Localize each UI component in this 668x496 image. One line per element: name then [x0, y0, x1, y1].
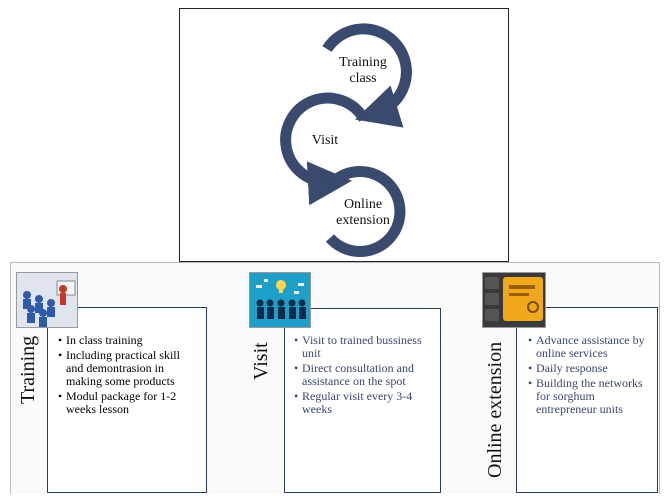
arc-visit [280, 92, 369, 206]
visit-item: Visit to trained bussiness unit [294, 334, 434, 360]
training-item: Modul package for 1-2 weeks lesson [58, 390, 200, 416]
visit-title: Visit [250, 342, 272, 380]
cycle-step-training: Training class [328, 55, 398, 87]
keyboard-key-icon [482, 272, 546, 328]
online-extension-item: Advance assistance by online services [528, 334, 656, 360]
classroom-icon [16, 272, 78, 328]
cycle-diagram: Training class Visit Online extension [179, 8, 509, 262]
cycle-step-visit: Visit [300, 133, 350, 149]
cycle-arrows [280, 23, 412, 257]
visit-item: Direct consultation and assistance on th… [294, 362, 434, 388]
online-extension-list: Advance assistance by online services Da… [528, 334, 656, 418]
online-extension-item: Building the networks for sorghum entrep… [528, 377, 656, 416]
training-item: In class training [58, 334, 200, 348]
cycle-step-training-line1: Training [339, 55, 387, 70]
arc-online [325, 166, 406, 257]
training-list: In class training Including practical sk… [58, 334, 200, 418]
training-item: Including practical skill and demontrasi… [58, 349, 200, 388]
cycle-step-online-line2: extension [336, 213, 390, 228]
training-title: Training [17, 335, 39, 404]
visit-list: Visit to trained bussiness unit Direct c… [294, 334, 434, 418]
online-extension-item: Daily response [528, 362, 656, 376]
cycle-step-online-line1: Online [343, 197, 383, 212]
online-extension-title: Online extension [484, 341, 506, 478]
visit-item: Regular visit every 3-4 weeks [294, 390, 434, 416]
cycle-step-online: Online extension [326, 197, 400, 229]
cycle-step-visit-line1: Visit [311, 133, 339, 148]
team-idea-icon [249, 272, 311, 328]
cycle-step-training-line2: class [349, 71, 377, 86]
arc-training [322, 23, 412, 128]
